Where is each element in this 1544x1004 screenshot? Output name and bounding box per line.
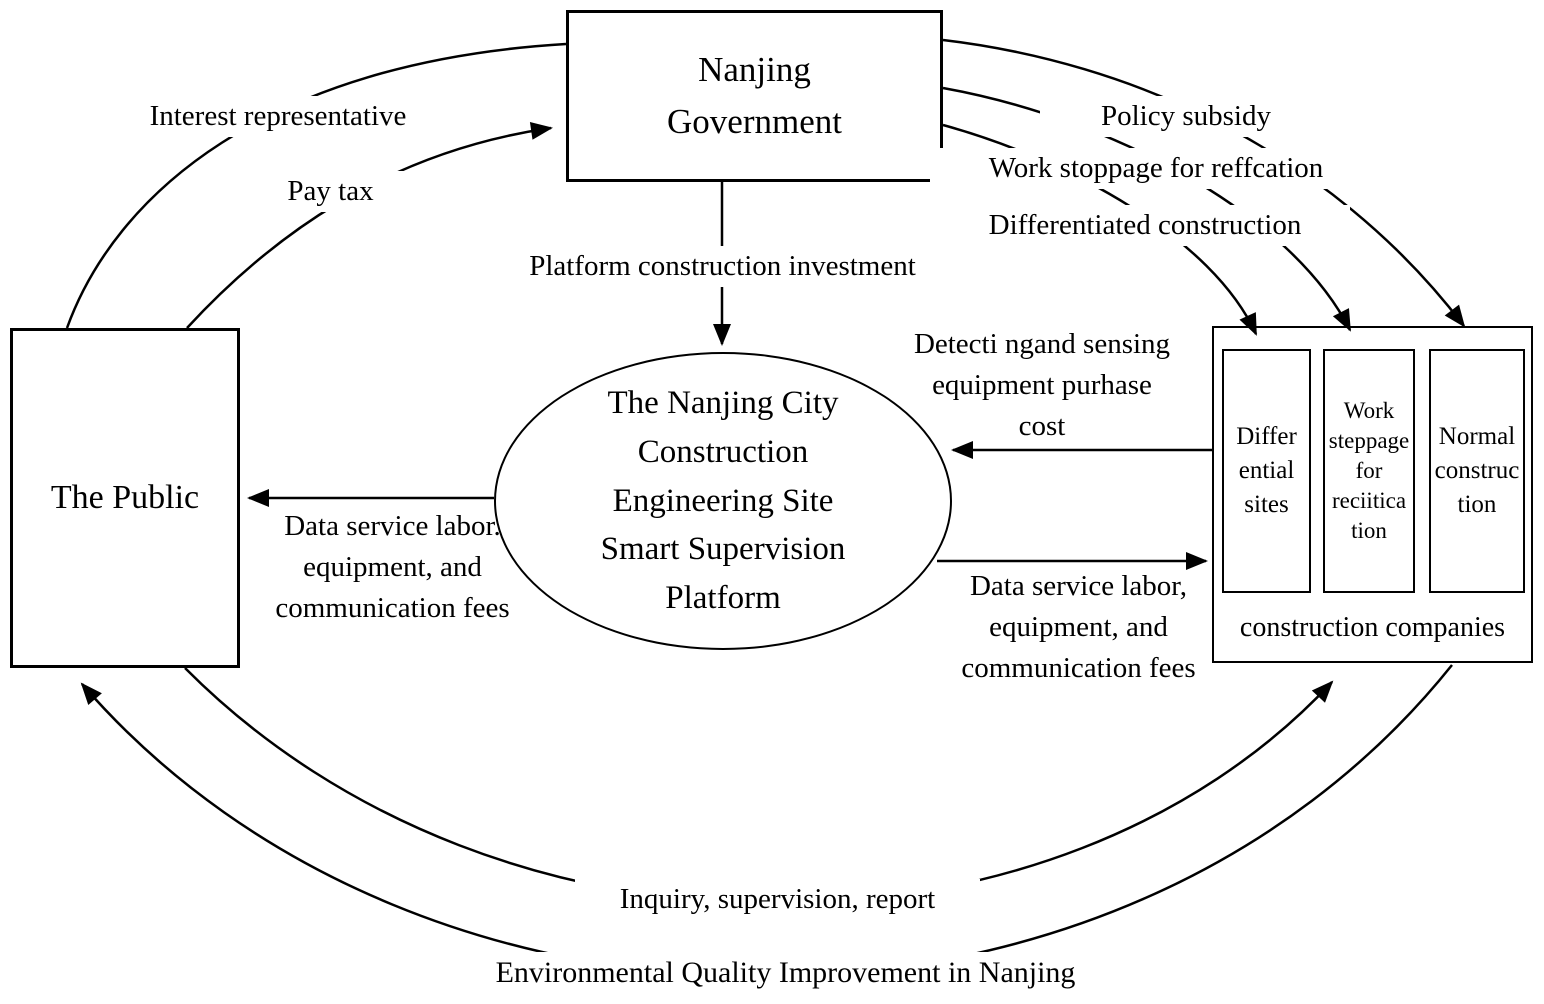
node-platform-ellipse: The Nanjing City Construction Engineerin… <box>494 352 952 650</box>
node-work-stoppage-sites: Work steppage for reciitica tion <box>1323 349 1415 593</box>
label-platform-investment: Platform construction investment <box>470 246 975 288</box>
edge-inquiry <box>184 667 1334 905</box>
node-the-public: The Public <box>10 328 240 668</box>
node-nanjing-government: Nanjing Government <box>566 10 943 182</box>
label-policy-subsidy: Policy subsidy <box>1040 96 1332 138</box>
label-environmental: Environmental Quality Improvement in Nan… <box>428 952 1143 995</box>
label-detecting-cost: Detecti ngand sensing equipment purhase … <box>913 328 1171 443</box>
node-normal-construction-sites: Normal construc tion <box>1429 349 1525 593</box>
node-differential-sites: Differ ential sites <box>1222 349 1311 593</box>
label-pay-tax: Pay tax <box>248 171 413 213</box>
edge-environmental <box>80 664 1453 978</box>
label-work-stoppage: Work stoppage for reffcation <box>930 148 1382 190</box>
label-data-service-to-public: Data service labor. equipment, and commu… <box>275 510 510 625</box>
label-inquiry: Inquiry, supervision, report <box>575 879 980 921</box>
label-data-service-to-companies: Data service labor, equipment, and commu… <box>961 570 1196 685</box>
label-construction-companies: construction companies <box>1239 612 1506 643</box>
label-interest-representative: Interest representative <box>98 96 458 138</box>
edge-pay-tax <box>186 121 553 329</box>
label-differentiated-construction: Differentiated construction <box>940 205 1350 247</box>
